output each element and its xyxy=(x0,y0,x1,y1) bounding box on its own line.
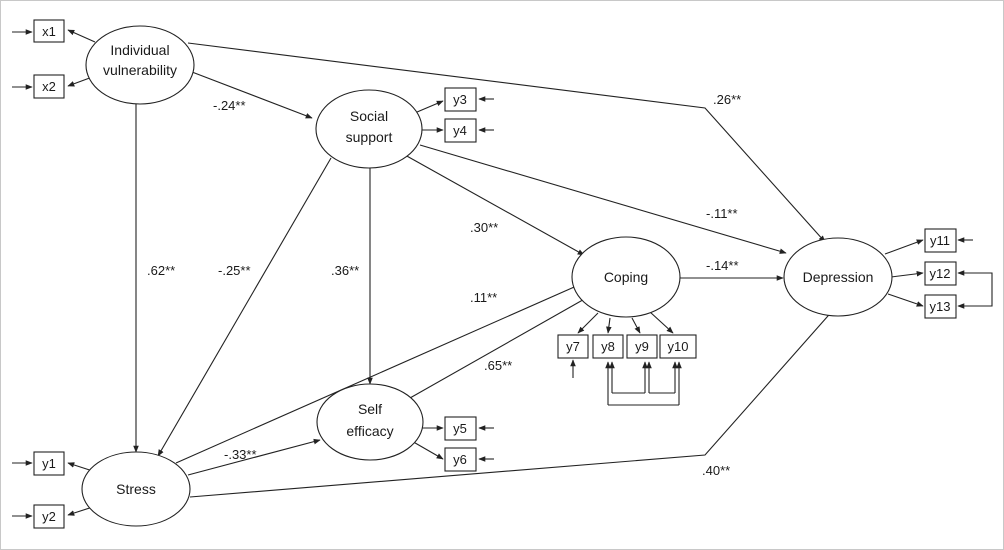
coef-iv-to-depression: .26** xyxy=(713,92,741,107)
error-term-arrows xyxy=(12,29,973,519)
path-stress-to-coping xyxy=(175,283,582,464)
coef-ss-to-coping: .30** xyxy=(470,220,498,235)
latent-label: efficacy xyxy=(346,423,393,439)
indicator-y9: y9 xyxy=(626,334,658,359)
latent-self-efficacy: Self efficacy xyxy=(316,383,424,461)
indicator-y10: y10 xyxy=(659,334,697,359)
svg-text:y9: y9 xyxy=(635,339,649,354)
latent-label: Depression xyxy=(803,269,874,285)
indicator-x2: x2 xyxy=(33,74,65,99)
indicator-y4: y4 xyxy=(444,118,477,143)
svg-text:y8: y8 xyxy=(601,339,615,354)
svg-text:y12: y12 xyxy=(930,266,951,281)
indicator-y3: y3 xyxy=(444,87,477,112)
coef-ss-to-stress: -.25** xyxy=(218,263,251,278)
coef-coping-to-depression: -.14** xyxy=(706,258,739,273)
coef-iv-to-stress: .62** xyxy=(147,263,175,278)
indicator-y2: y2 xyxy=(33,504,65,529)
indicator-y13: y13 xyxy=(924,294,957,319)
indicator-y7: y7 xyxy=(557,334,589,359)
svg-text:y3: y3 xyxy=(453,92,467,107)
error-covariances xyxy=(605,270,993,406)
latent-label: Self xyxy=(358,401,382,417)
coef-stress-to-coping: .11** xyxy=(470,290,497,305)
coef-iv-to-social-support: -.24** xyxy=(213,98,246,113)
svg-text:y2: y2 xyxy=(42,509,56,524)
coef-stress-to-self-efficacy: -.33** xyxy=(224,447,257,462)
indicator-y6: y6 xyxy=(444,447,477,472)
path-iv-to-depression xyxy=(187,42,826,243)
path-stress-to-self-efficacy xyxy=(187,438,321,476)
indicator-y11: y11 xyxy=(924,228,957,253)
path-ss-to-depression xyxy=(419,144,787,254)
latent-stress: Stress xyxy=(81,451,191,527)
indicator-y8: y8 xyxy=(592,334,624,359)
path-ss-to-coping xyxy=(404,154,585,256)
svg-text:y11: y11 xyxy=(930,233,950,248)
path-iv-to-social-support xyxy=(191,71,313,119)
indicator-y5: y5 xyxy=(444,416,477,441)
latent-coping: Coping xyxy=(571,236,681,318)
latent-label: vulnerability xyxy=(103,62,177,78)
coef-self-efficacy-to-coping: .65** xyxy=(484,358,512,373)
indicator-x1: x1 xyxy=(33,19,65,43)
indicator-y1: y1 xyxy=(33,451,65,476)
svg-text:y1: y1 xyxy=(42,456,56,471)
latent-label: Stress xyxy=(116,481,156,497)
svg-text:y7: y7 xyxy=(566,339,580,354)
latent-label: Individual xyxy=(110,42,169,58)
coef-ss-to-self-efficacy: .36** xyxy=(331,263,359,278)
indicator-y12: y12 xyxy=(924,261,957,286)
latent-individual-vulnerability: Individual vulnerability xyxy=(85,25,195,105)
path-stress-to-depression xyxy=(189,307,836,498)
svg-text:y5: y5 xyxy=(453,421,467,436)
path-ss-to-stress xyxy=(157,157,332,457)
latent-label: Social xyxy=(350,108,388,124)
coef-ss-to-depression: -.11** xyxy=(706,206,738,221)
latent-label: support xyxy=(346,129,393,145)
svg-text:y13: y13 xyxy=(930,299,951,314)
path-self-efficacy-to-coping xyxy=(409,296,589,399)
svg-text:x2: x2 xyxy=(42,79,56,94)
latent-social-support: Social support xyxy=(315,89,423,169)
latent-depression: Depression xyxy=(783,237,893,317)
svg-text:y10: y10 xyxy=(668,339,689,354)
svg-text:x1: x1 xyxy=(42,24,56,39)
latent-label: Coping xyxy=(604,269,648,285)
path-coefficients: -.24** .26** .62** -.25** .36** .30** -.… xyxy=(147,92,741,478)
structural-paths xyxy=(133,42,836,498)
svg-text:y4: y4 xyxy=(453,123,467,138)
svg-text:y6: y6 xyxy=(453,452,467,467)
coef-stress-to-depression: .40** xyxy=(702,463,730,478)
